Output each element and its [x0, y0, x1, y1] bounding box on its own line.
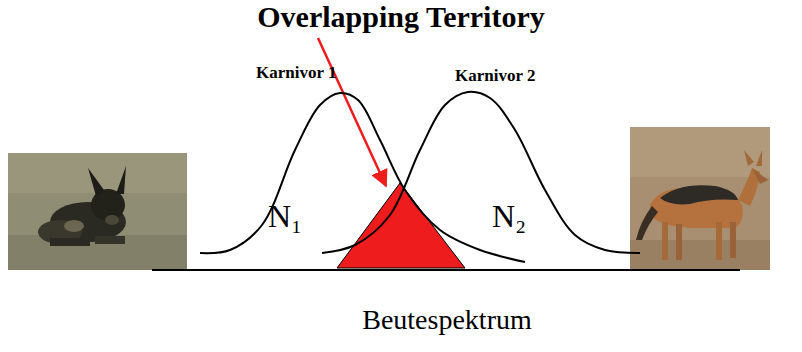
distribution-curve: Karnivor 2 N₂	[315, 55, 645, 260]
bell-curve	[195, 55, 530, 267]
axis-line	[152, 269, 740, 271]
distribution-curve: Karnivor 1 N₁	[195, 55, 530, 267]
overlap-area	[337, 183, 465, 268]
species-heading: Karnivor 1	[256, 64, 336, 81]
population-symbol: N₁	[268, 200, 302, 232]
population-symbol: N₂	[492, 200, 526, 232]
wild-dog-photo	[8, 153, 187, 270]
jackal-photo	[630, 127, 770, 270]
species-heading: Karnivor 2	[455, 67, 535, 84]
pointer-arrow	[318, 38, 386, 186]
axis-label: Beutespektrum	[362, 306, 532, 334]
diagram-title: Overlapping Territory	[253, 0, 549, 33]
bell-curve	[315, 55, 645, 260]
curve-line	[322, 92, 640, 253]
title-wrap: Overlapping Territory	[0, 0, 802, 33]
curve-line	[200, 93, 525, 262]
